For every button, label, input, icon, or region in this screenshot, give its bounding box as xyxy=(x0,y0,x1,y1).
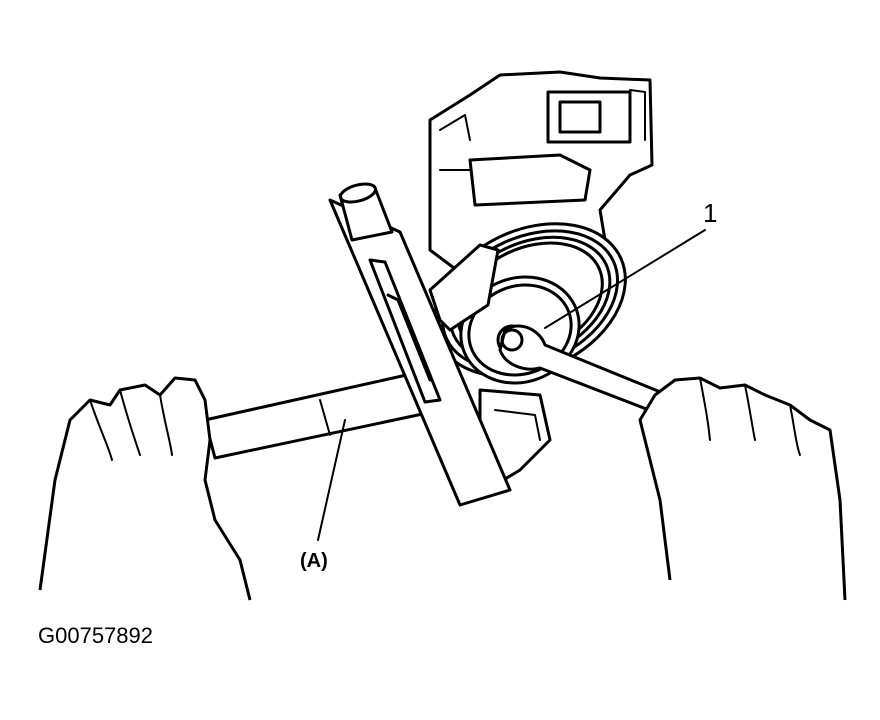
left-hand xyxy=(38,376,252,601)
leader-line-part-1 xyxy=(544,229,706,329)
holding-tool-a xyxy=(203,182,512,507)
callout-part-1: 1 xyxy=(703,198,717,228)
callout-tool-a: (A) xyxy=(300,550,328,572)
callout-leaders xyxy=(317,229,706,541)
leader-line-tool-a xyxy=(317,419,346,541)
right-hand xyxy=(638,376,847,601)
figure-code: G00757892 xyxy=(38,623,153,648)
